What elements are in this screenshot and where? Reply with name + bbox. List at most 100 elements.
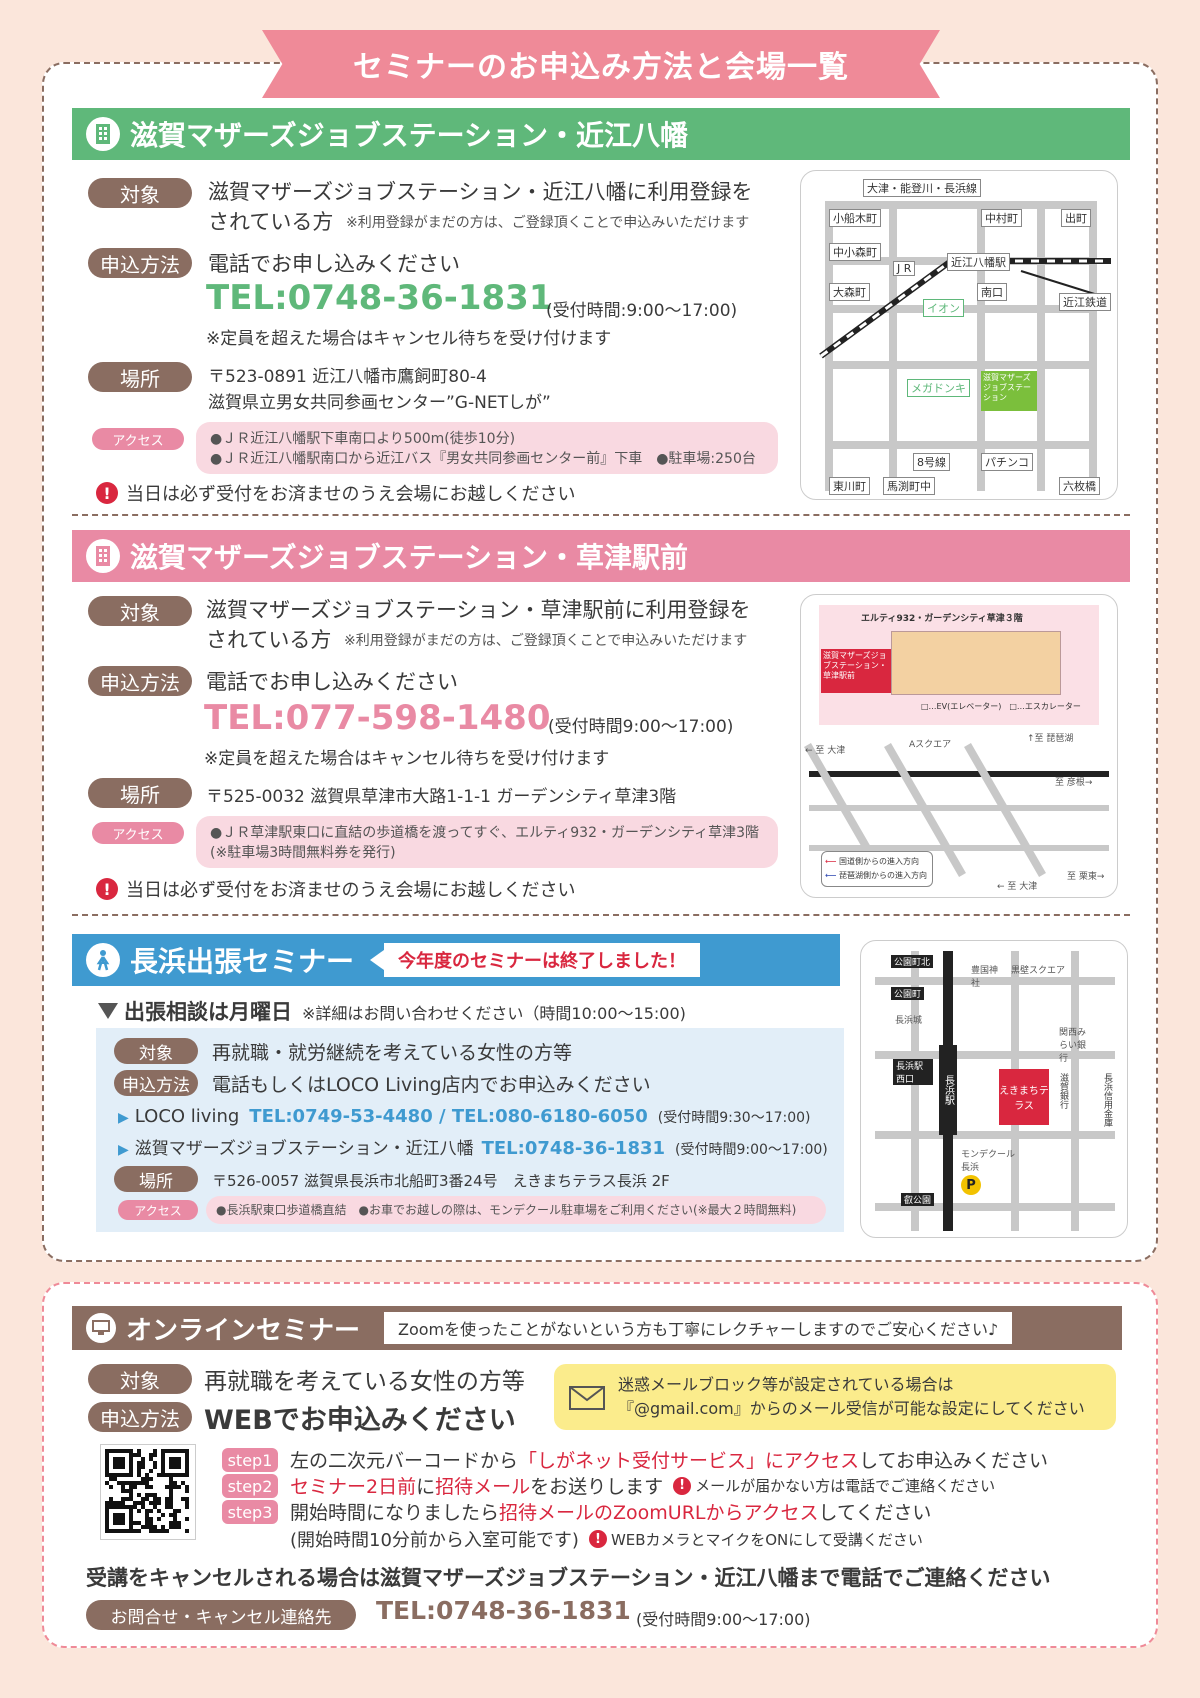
section-title: 滋賀マザーズジョブステーション・草津駅前	[130, 541, 689, 574]
target-text-2: されている方	[208, 210, 334, 234]
cancel-note: ※定員を超えた場合はキャンセル待ちを受け付けます	[204, 749, 610, 769]
access-label: アクセス	[92, 822, 184, 844]
sub-heading-text: 出張相談は月曜日	[124, 1000, 292, 1024]
exclamation-icon: !	[673, 1476, 692, 1495]
access-line: (※駐車場3時間無料券を発行)	[210, 845, 396, 861]
method-label: 申込方法	[114, 1070, 198, 1096]
access-line: ●ＪＲ近江八幡駅下車南口より500m(徒歩10分)	[210, 431, 516, 447]
map-label: 長浜駅西口	[893, 1059, 933, 1085]
venue-callout: 滋賀マザーズジョブステーション・草津駅前	[821, 649, 891, 693]
target-label: 対象	[88, 178, 192, 208]
place-label: 場所	[88, 362, 192, 392]
access-label: アクセス	[92, 428, 184, 450]
contact-tel[interactable]: TEL:0749-53-4480 / TEL:080-6180-6050	[249, 1106, 648, 1127]
map-label: 至 彦根→	[1055, 778, 1093, 788]
tel-hours: (受付時間:9:00〜17:00)	[546, 301, 738, 321]
method-label: 申込方法	[88, 1402, 192, 1432]
map-label: 滋賀銀行	[1058, 1073, 1068, 1109]
place-address: 〒523-0891 近江八幡市鷹飼町80-4	[208, 367, 487, 387]
step3-text: 開始時間になりましたら招待メールのZoomURLからアクセスしてください	[290, 1502, 932, 1524]
contact-hours: (受付時間9:00〜17:00)	[675, 1142, 828, 1158]
cancel-notice: 受講をキャンセルされる場合は滋賀マザーズジョブステーション・近江八幡まで電話でご…	[86, 1566, 1051, 1590]
map-label: 公園町北	[891, 955, 934, 968]
map-label: イオン	[923, 299, 964, 317]
tel-number[interactable]: TEL:077-598-1480	[204, 698, 551, 738]
tel-number[interactable]: TEL:0748-36-1831	[206, 278, 553, 318]
step2-text: セミナー2日前に招待メールをお送りします ! メールが届かない方は電話でご連絡く…	[290, 1476, 996, 1498]
step-badge: step2	[222, 1474, 278, 1498]
map-label: 出町	[1061, 209, 1091, 227]
map-nagahama: 長浜駅 えきまちテラス 公園町北 公園町 長浜城 長浜駅西口 豊国神社 黒壁スク…	[860, 940, 1128, 1238]
station-label: 長浜駅	[939, 1045, 957, 1135]
venue-marker: えきまちテラス	[999, 1069, 1049, 1125]
page-title-banner: セミナーのお申込み方法と会場一覧	[262, 30, 940, 98]
seminar-ended-notice: 今年度のセミナーは終了しました！	[384, 943, 701, 977]
place-label: 場所	[114, 1166, 198, 1192]
omi-contact: ▶ 滋賀マザーズジョブステーション・近江八幡 TEL:0748-36-1831 …	[118, 1134, 828, 1159]
target-label: 対象	[88, 1364, 192, 1394]
map-label: 中村町	[981, 209, 1022, 227]
contact-tel[interactable]: TEL:0748-36-1831	[376, 1596, 631, 1625]
method-text: 電話もしくはLOCO Living店内でお申込みください	[212, 1074, 651, 1096]
place-text: 〒526-0057 滋賀県長浜市北船町3番24号 えきまちテラス長浜 2F	[212, 1172, 670, 1190]
target-text-2: されている方	[206, 628, 332, 652]
target-note: ※利用登録がまだの方は、ご登録頂くことで申込みいただけます	[346, 215, 750, 231]
method-text[interactable]: WEBでお申込みください	[204, 1405, 516, 1436]
exclamation-icon: !	[96, 878, 118, 900]
arrow-right-icon: ▶	[118, 1110, 129, 1126]
warning-text: 当日は必ず受付をお済ませのうえ会場にお越しください	[126, 880, 576, 901]
map-label: 叡公園	[901, 1193, 935, 1206]
map-label: 8号線	[913, 453, 950, 471]
method-text: 電話でお申し込みください	[208, 252, 460, 276]
method-label: 申込方法	[88, 666, 192, 696]
section-title: オンラインセミナー	[126, 1315, 361, 1346]
arrow-right-icon: ▶	[118, 1142, 129, 1158]
map-label: J R	[893, 261, 916, 276]
target-text: 滋賀マザーズジョブステーション・近江八幡に利用登録を	[208, 180, 753, 204]
map-label: 豊国神社	[971, 966, 999, 989]
map-label: メガドンキ	[907, 379, 970, 397]
method-text: 電話でお申し込みください	[206, 670, 458, 694]
map-label: 南口	[977, 283, 1007, 301]
map-legend: ⟵ 国道側からの進入方向 ⟵ 琵琶湖側からの進入方向	[821, 851, 933, 887]
contact-tel[interactable]: TEL:0748-36-1831	[481, 1138, 666, 1159]
loco-contact: ▶ LOCO living TEL:0749-53-4480 / TEL:080…	[118, 1106, 811, 1127]
target-text: 再就職・就労継続を考えている女性の方等	[212, 1042, 573, 1064]
parking-icon: P	[961, 1175, 981, 1195]
map-omi: 大津・能登川・長浜線 小船木町 中村町 出町 中小森町 J R 近江八幡駅 南口…	[800, 170, 1118, 500]
step-badge: step1	[222, 1448, 278, 1472]
access-box: ●ＪＲ草津駅東口に直結の歩道橋を渡ってすぐ、エルティ932・ガーデンシティ草津3…	[196, 816, 778, 868]
triangle-icon	[98, 1003, 118, 1019]
map-label: ← 至 大津	[805, 746, 846, 756]
map-label: パチンコ	[981, 453, 1033, 471]
map-label: ← 至 大津	[997, 882, 1038, 892]
target-text: 滋賀マザーズジョブステーション・草津駅前に利用登録を	[206, 598, 751, 622]
building-icon	[86, 117, 120, 151]
access-box: ●長浜駅東口歩道橋直結 ●お車でお越しの際は、モンデクール駐車場をご利用ください…	[206, 1196, 826, 1224]
person-icon	[86, 943, 120, 977]
target-note: ※利用登録がまだの方は、ご登録頂くことで申込みいただけます	[344, 633, 748, 649]
section-header-omi: 滋賀マザーズジョブステーション・近江八幡	[72, 108, 1130, 160]
access-line: ●ＪＲ草津駅東口に直結の歩道橋を渡ってすぐ、エルティ932・ガーデンシティ草津3…	[210, 825, 760, 841]
sub-heading: 出張相談は月曜日 ※詳細はお問い合わせください（時間10:00〜15:00)	[98, 996, 686, 1026]
step1-text: 左の二次元バーコードから「しがネット受付サービス」にアクセスしてお申込みください	[290, 1450, 1048, 1472]
map-label: 大森町	[829, 283, 870, 301]
map-label: 中小森町	[829, 243, 881, 261]
tel-hours: (受付時間9:00〜17:00)	[548, 717, 734, 737]
cancel-note: ※定員を超えた場合はキャンセル待ちを受け付けます	[206, 329, 612, 349]
qr-code[interactable]	[100, 1444, 196, 1540]
method-label: 申込方法	[88, 248, 192, 278]
mail-icon	[569, 1386, 605, 1410]
map-label: 小船木町	[829, 209, 881, 227]
access-line: ●ＪＲ近江八幡駅南口から近江バス『男女共同参画センター前』下車 ●駐車場:250…	[210, 451, 756, 467]
place-address: 〒525-0032 滋賀県草津市大路1-1-1 ガーデンシティ草津3階	[206, 787, 677, 807]
section-title: 滋賀マザーズジョブステーション・近江八幡	[130, 119, 689, 152]
map-label: モンデクール長浜	[961, 1150, 1016, 1173]
legend-item: 国道側からの進入方向	[839, 857, 920, 866]
map-label: ↑至 琵琶湖	[1027, 734, 1074, 744]
contact-hours: (受付時間9:30〜17:00)	[657, 1110, 811, 1126]
target-text: 再就職を考えている女性の方等	[204, 1369, 525, 1395]
sub-heading-note: ※詳細はお問い合わせください（時間10:00〜15:00)	[302, 1004, 686, 1023]
map-label: 大津・能登川・長浜線	[863, 179, 981, 197]
map-label: 近江鉄道	[1059, 293, 1111, 311]
